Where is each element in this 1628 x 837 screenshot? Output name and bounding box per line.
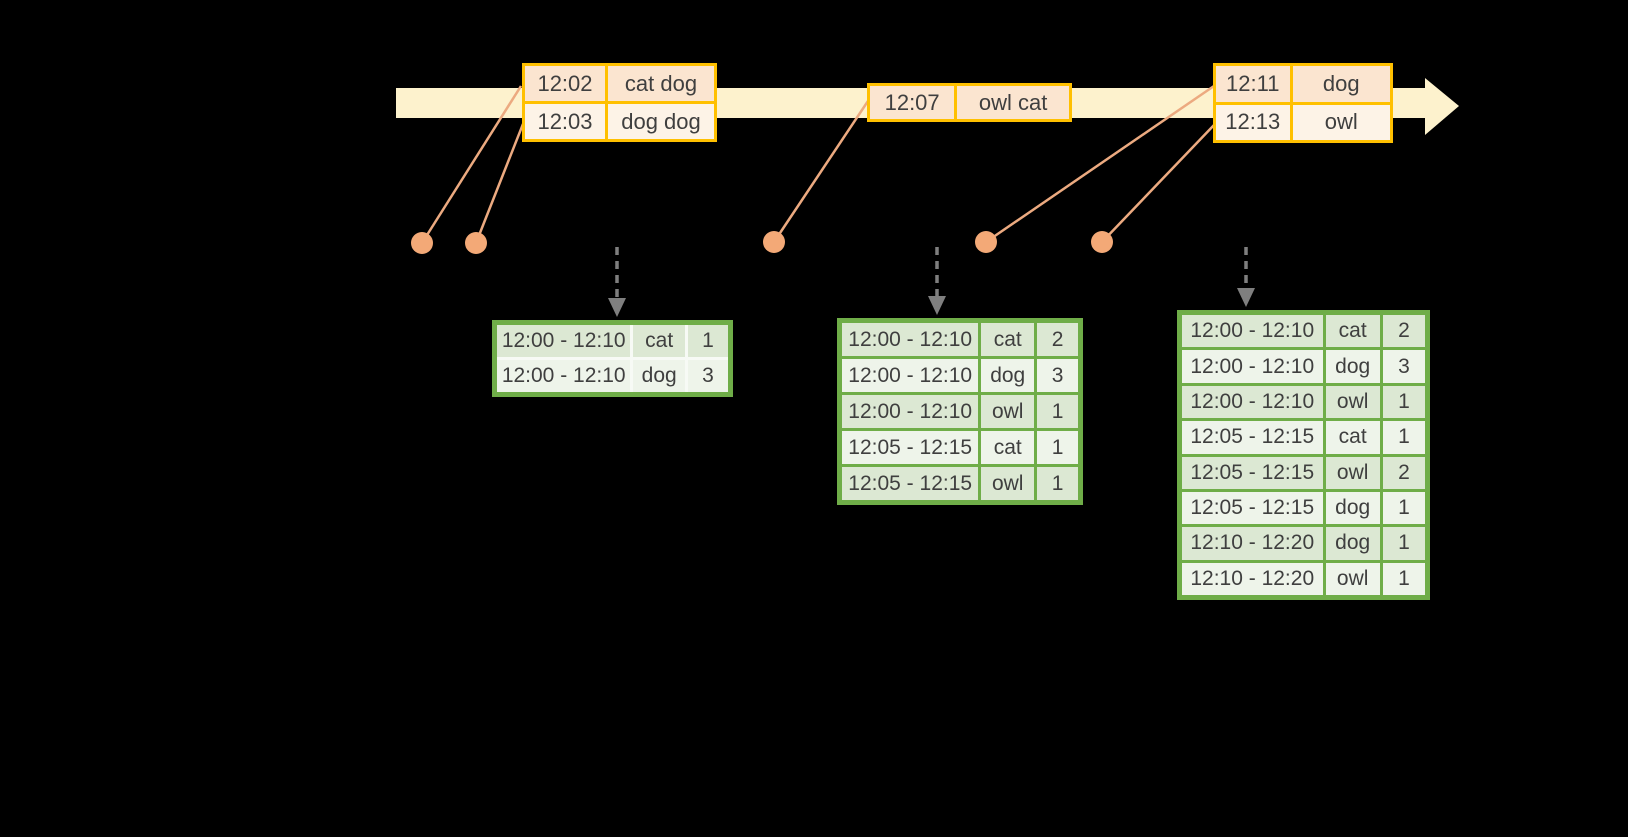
event-connector-line <box>772 100 870 243</box>
word-cell: owl <box>981 395 1035 428</box>
word-cell: cat <box>633 325 685 357</box>
event-words-cell: dog dog <box>607 104 714 139</box>
word-cell: dog <box>1325 350 1380 383</box>
window-cell: 12:10 - 12:20 <box>1182 562 1323 595</box>
event-connector-line <box>1101 123 1216 243</box>
count-cell: 3 <box>687 360 728 392</box>
event-connector-line <box>474 123 525 244</box>
timeline-arrowhead-icon <box>1425 78 1459 135</box>
event-time-cell: 12:11 <box>1216 66 1290 102</box>
word-cell: owl <box>981 467 1035 500</box>
event-dot-icon <box>1091 231 1113 253</box>
event-time-cell: 12:13 <box>1216 104 1290 140</box>
event-dot-icon <box>411 232 433 254</box>
count-cell: 3 <box>1382 350 1425 383</box>
count-cell: 1 <box>1382 421 1425 454</box>
word-cell: dog <box>1325 527 1380 560</box>
word-cell: dog <box>981 359 1035 392</box>
count-cell: 2 <box>1037 323 1078 356</box>
event-time-cell: 12:07 <box>870 86 955 119</box>
count-cell: 1 <box>1382 562 1425 595</box>
window-cell: 12:00 - 12:10 <box>842 323 979 356</box>
word-cell: cat <box>981 323 1035 356</box>
window-cell: 12:05 - 12:15 <box>1182 456 1323 489</box>
count-cell: 1 <box>1037 395 1078 428</box>
event-words-cell: cat dog <box>607 66 714 101</box>
event-dot-icon <box>465 232 487 254</box>
event-words-cell: dog <box>1292 66 1390 102</box>
event-dot-icon <box>763 231 785 253</box>
trigger-arrowhead-icon <box>928 296 946 315</box>
window-cell: 12:00 - 12:10 <box>1182 385 1323 419</box>
count-cell: 1 <box>1382 527 1425 560</box>
word-cell: cat <box>1325 421 1380 454</box>
window-cell: 12:00 - 12:10 <box>1182 315 1323 348</box>
word-cell: owl <box>1325 385 1380 419</box>
window-cell: 12:00 - 12:10 <box>842 395 979 428</box>
window-cell: 12:05 - 12:15 <box>1182 421 1323 454</box>
count-cell: 2 <box>1382 456 1425 489</box>
word-cell: cat <box>1325 315 1380 348</box>
window-cell: 12:00 - 12:10 <box>842 359 979 392</box>
word-cell: cat <box>981 431 1035 464</box>
event-dot-icon <box>975 231 997 253</box>
count-cell: 2 <box>1382 315 1425 348</box>
window-cell: 12:00 - 12:10 <box>497 360 631 392</box>
word-cell: owl <box>1325 456 1380 489</box>
event-time-cell: 12:03 <box>525 104 605 139</box>
word-cell: owl <box>1325 562 1380 595</box>
trigger-arrowhead-icon <box>608 298 626 317</box>
window-cell: 12:05 - 12:15 <box>1182 491 1323 525</box>
window-cell: 12:05 - 12:15 <box>842 431 979 464</box>
count-cell: 1 <box>1037 467 1078 500</box>
window-cell: 12:00 - 12:10 <box>497 325 631 357</box>
event-words-cell: owl cat <box>957 86 1069 119</box>
count-cell: 1 <box>1037 431 1078 464</box>
trigger-arrowhead-icon <box>1237 288 1255 307</box>
event-time-cell: 12:02 <box>525 66 605 101</box>
window-cell: 12:05 - 12:15 <box>842 467 979 500</box>
event-words-cell: owl <box>1292 104 1390 140</box>
word-cell: dog <box>1325 491 1380 525</box>
word-cell: dog <box>633 360 685 392</box>
count-cell: 1 <box>1382 385 1425 419</box>
count-cell: 1 <box>1382 491 1425 525</box>
window-cell: 12:10 - 12:20 <box>1182 527 1323 560</box>
count-cell: 1 <box>687 325 728 357</box>
window-cell: 12:00 - 12:10 <box>1182 350 1323 383</box>
count-cell: 3 <box>1037 359 1078 392</box>
